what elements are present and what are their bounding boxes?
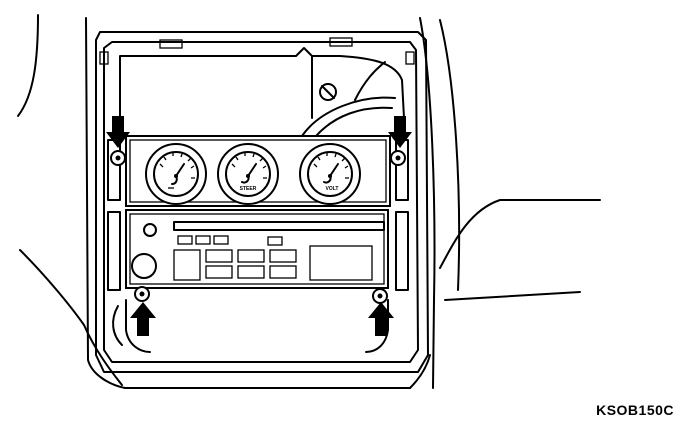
screw-top-right (390, 150, 406, 166)
arrow-down-right-icon (388, 116, 412, 148)
screw-top-left (110, 150, 126, 166)
upper-compartment (119, 47, 405, 137)
gauge-right: VOLT (299, 143, 361, 205)
volume-knob (131, 253, 157, 279)
mounting-screws (110, 150, 406, 304)
gauge-left (145, 143, 207, 205)
screw-bottom-left (134, 286, 150, 302)
gauge-right-label: VOLT (326, 186, 339, 192)
gauge-panel: STEER VOLT (107, 135, 409, 207)
arrow-down-left-icon (106, 116, 130, 148)
lower-console (112, 299, 389, 353)
audio-unit (107, 209, 409, 291)
reference-code: KSOB150C (596, 402, 674, 418)
indicator-arrows (106, 116, 412, 336)
power-knob (143, 223, 157, 237)
cd-slot (173, 221, 385, 231)
arrow-up-right-icon (368, 302, 394, 336)
screw-bottom-right (372, 288, 388, 304)
console-outline (17, 14, 601, 389)
gauge-center-label: STEER (240, 186, 257, 192)
arrow-up-left-icon (130, 302, 156, 336)
gauge-center: STEER (217, 143, 279, 205)
console-bezel (95, 31, 429, 373)
display-window (173, 249, 201, 281)
